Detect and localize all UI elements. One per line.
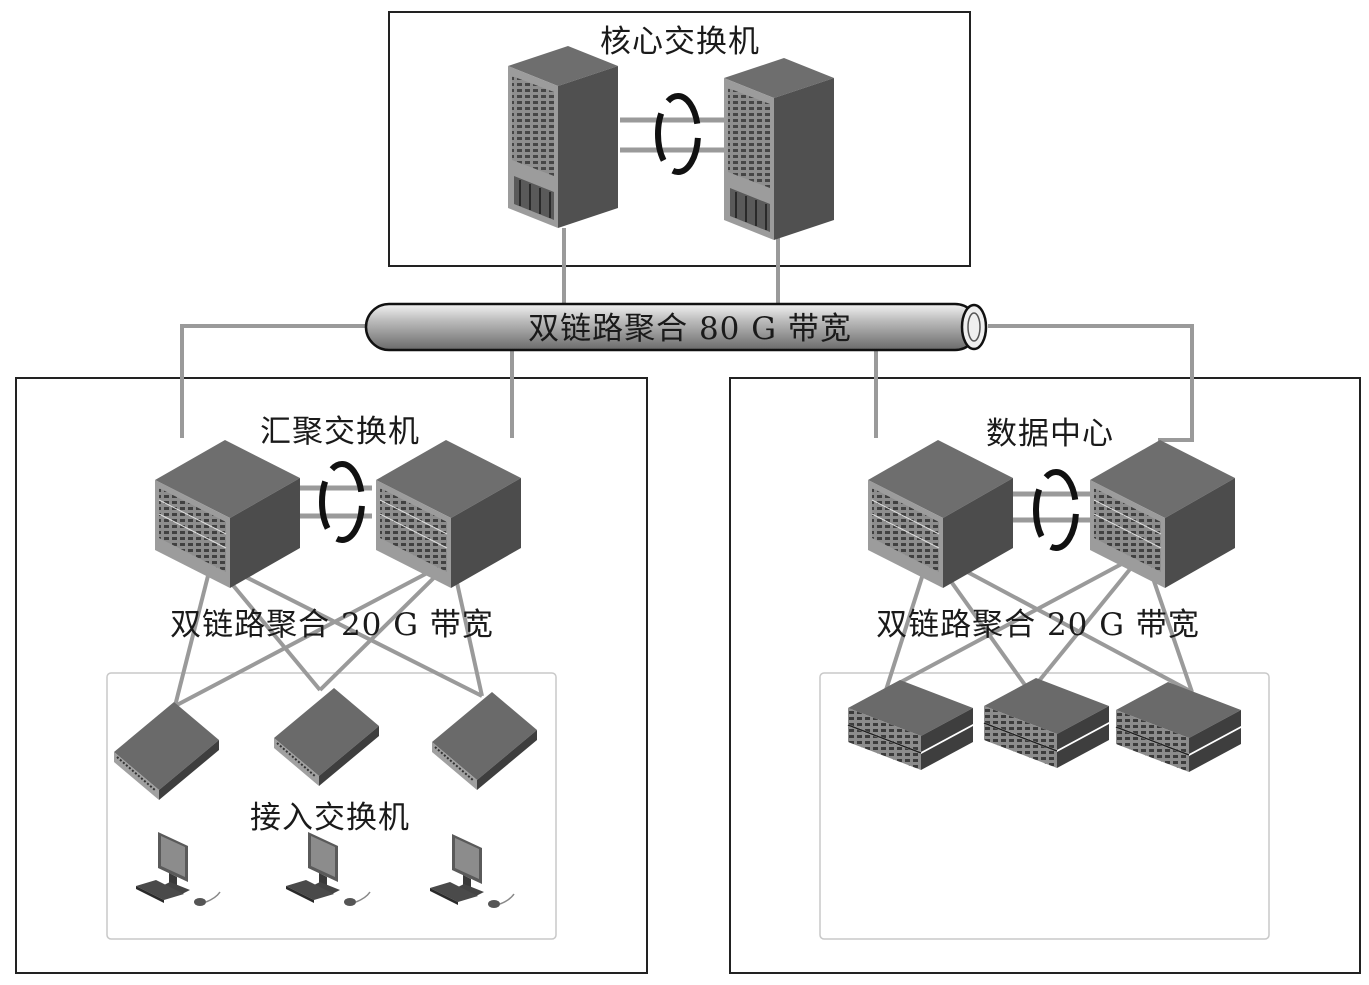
access-switch-2-icon	[273, 687, 380, 787]
core-switch-left-icon	[507, 45, 619, 229]
server-3-icon	[1115, 681, 1242, 773]
aggregation-switch-label: 汇聚交换机	[260, 414, 420, 450]
core-interlink	[620, 117, 724, 153]
core-frame	[388, 11, 971, 267]
agg-switch-left-icon	[154, 439, 301, 589]
server-2-icon	[983, 677, 1110, 769]
core-switch-label: 核心交换机	[600, 24, 760, 60]
dc-switch-right-icon	[1089, 439, 1236, 589]
datacenter-frame	[729, 377, 1361, 974]
dc-switch-left-icon	[867, 439, 1014, 589]
aggregation-frame	[15, 377, 648, 974]
agg-switch-right-icon	[375, 439, 522, 589]
agg-lag-ring-icon	[322, 464, 362, 540]
pc-3-icon	[429, 833, 515, 909]
trunk-pipe	[364, 302, 988, 352]
server-1-icon	[847, 679, 974, 771]
dc-interlink	[1012, 491, 1092, 523]
datacenter-label: 数据中心	[986, 416, 1114, 452]
dc-lag-ring-icon	[1036, 472, 1076, 548]
agg-downlinks	[173, 558, 484, 708]
pc-1-icon	[135, 831, 221, 907]
access-switch-3-icon	[431, 691, 538, 791]
core-switch-right-icon	[723, 57, 835, 241]
pc-2-icon	[285, 831, 371, 907]
dc-bandwidth-label: 双链路聚合 20 G 带宽	[876, 607, 1200, 643]
trunk-bandwidth-label: 双链路聚合 80 G 带宽	[528, 311, 852, 347]
access-frame	[106, 672, 557, 940]
agg-bandwidth-label: 双链路聚合 20 G 带宽	[170, 607, 494, 643]
access-switch-label: 接入交换机	[250, 800, 410, 836]
agg-left-uplink	[180, 324, 370, 438]
access-switch-1-icon	[113, 701, 220, 801]
core-lag-ring-icon	[658, 96, 698, 172]
